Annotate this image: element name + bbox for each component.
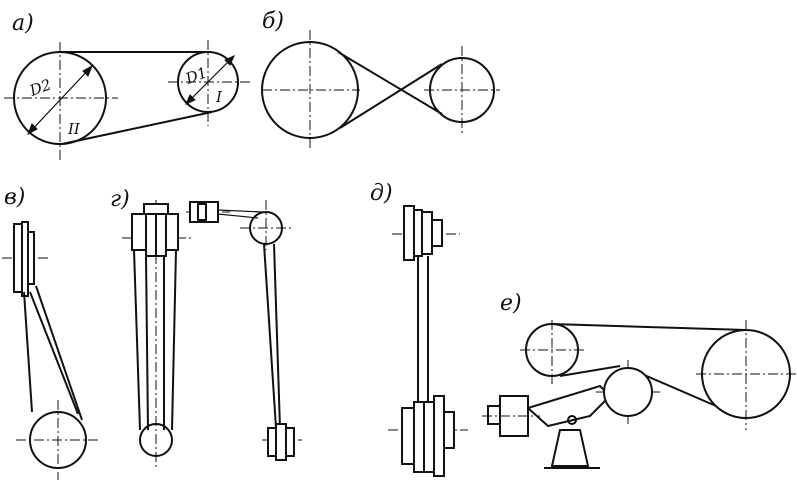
driven-pulley bbox=[429, 57, 495, 123]
label-v: в) bbox=[4, 185, 25, 210]
diagram-b-crossed-belt: б) bbox=[261, 9, 500, 150]
side-belt-bottom bbox=[217, 213, 259, 219]
side-bottom-flange-right bbox=[285, 427, 295, 457]
driving-pulley bbox=[261, 41, 359, 139]
lower-pulley bbox=[29, 411, 87, 469]
side-belt-top bbox=[217, 209, 263, 213]
diagram-e-tensioner: е) bbox=[482, 291, 796, 469]
top-pulley-rim-2 bbox=[421, 211, 433, 255]
belt-right-run-1 bbox=[29, 291, 79, 415]
tension-arm bbox=[526, 384, 612, 428]
diagram-g-guide-pulleys: г) bbox=[110, 187, 302, 470]
belt-right-outer bbox=[171, 249, 177, 431]
fast-pulley bbox=[423, 401, 435, 473]
diagram-a-open-belt: а) D2 II D1 I bbox=[4, 11, 250, 160]
tension-idler-pulley bbox=[603, 367, 653, 417]
top-pulley-rim bbox=[413, 209, 423, 257]
diameter-arrow-d1 bbox=[185, 55, 235, 105]
symbol-roman-one: I bbox=[215, 88, 223, 106]
belt-left-outer bbox=[133, 249, 141, 431]
belt-cross-2 bbox=[339, 63, 443, 129]
belt-right-run-2 bbox=[35, 285, 83, 421]
label-a: а) bbox=[12, 11, 34, 36]
diameter-arrow-d2 bbox=[27, 65, 93, 135]
side-belt-left bbox=[263, 243, 277, 429]
label-g: г) bbox=[110, 187, 130, 212]
upper-pulley-hub bbox=[27, 231, 35, 285]
bottom-hub bbox=[443, 411, 455, 449]
diagram-v-quarter-turn: в) bbox=[2, 185, 100, 480]
label-b: б) bbox=[262, 9, 284, 34]
fast-pulley-rim bbox=[433, 395, 445, 477]
side-belt-right bbox=[273, 243, 281, 429]
bottom-pulley bbox=[139, 423, 173, 457]
belt-left-run bbox=[23, 291, 33, 413]
symbol-d2: D2 bbox=[26, 75, 53, 100]
label-d: д) bbox=[370, 181, 393, 206]
label-e: е) bbox=[500, 291, 522, 316]
side-view-guide-pulley bbox=[249, 211, 283, 245]
belt-bottom-span bbox=[61, 111, 213, 145]
belt-cross-1 bbox=[337, 51, 443, 115]
top-pulley-hub bbox=[431, 219, 443, 247]
top-pulley-right-flange bbox=[165, 213, 179, 251]
side-bottom-flange-left bbox=[267, 427, 277, 457]
loose-pulley-flange bbox=[401, 407, 415, 465]
top-pulley-left-flange bbox=[131, 213, 147, 251]
top-pulley-left-rim bbox=[145, 213, 157, 257]
belt-idler-to-driven bbox=[641, 373, 717, 407]
belt-to-idler bbox=[559, 365, 621, 377]
belt-top-span bbox=[551, 323, 747, 331]
diagram-d-fast-loose-pulleys: д) bbox=[370, 181, 468, 477]
top-pulley-flange bbox=[403, 205, 415, 261]
upper-pulley-flange-left bbox=[13, 223, 23, 293]
pivot bbox=[567, 415, 577, 425]
loose-pulley bbox=[413, 401, 425, 473]
symbol-roman-two: II bbox=[67, 120, 81, 138]
side-bottom-rim bbox=[275, 423, 287, 461]
top-pulley-right-rim bbox=[155, 213, 167, 257]
counterweight-end bbox=[487, 405, 501, 425]
stand bbox=[550, 429, 590, 467]
belt-left-inner bbox=[145, 255, 149, 431]
